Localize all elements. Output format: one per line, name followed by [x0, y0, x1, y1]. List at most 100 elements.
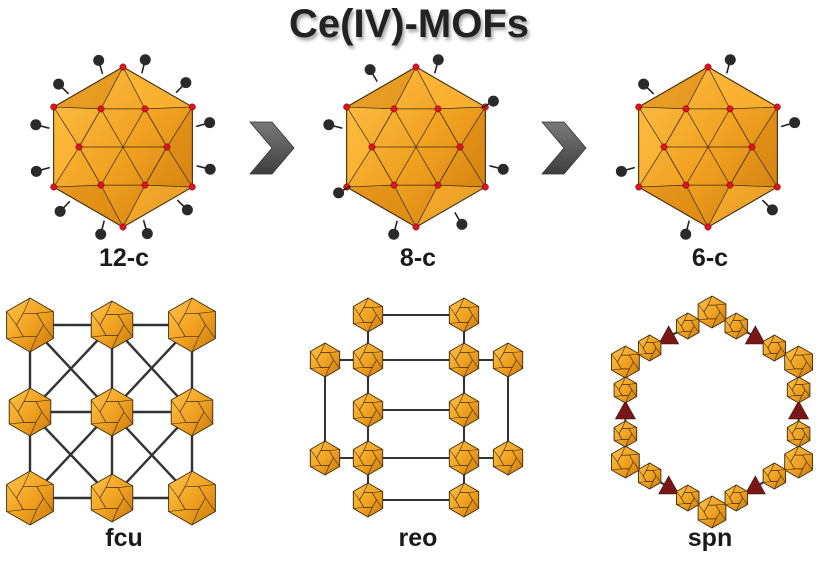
octahedron-node — [492, 342, 524, 378]
octahedron-node — [611, 445, 640, 479]
carbon-atom — [30, 165, 42, 177]
carbon-atom — [180, 77, 192, 89]
topology-row — [6, 295, 813, 529]
carbon-atom — [615, 165, 627, 177]
oxygen-atom — [773, 103, 781, 111]
arrow-right-icon — [249, 121, 295, 175]
octahedron-node — [352, 392, 384, 428]
figure-title: Ce(IV)-MOFs — [289, 2, 529, 46]
octahedron-node — [786, 376, 811, 404]
oxygen-atom — [97, 181, 105, 189]
oxygen-atom — [412, 223, 420, 231]
oxygen-atom — [726, 105, 734, 113]
carbon-atom — [766, 204, 778, 216]
carbon-atom — [30, 119, 42, 131]
octahedron-node — [697, 295, 727, 329]
octahedron-node — [352, 440, 384, 476]
triangle-linker — [658, 475, 680, 495]
ce-cluster-8-c — [323, 54, 509, 240]
octahedron-node — [676, 484, 700, 512]
carbon-atom — [54, 205, 66, 217]
carbon-atom — [333, 187, 345, 199]
octahedron-node — [8, 387, 52, 437]
octahedron-node — [492, 440, 524, 476]
topology-label-spn: spn — [687, 524, 733, 552]
octahedron-node — [676, 312, 700, 340]
octahedron-node — [6, 470, 54, 526]
octahedron-node — [170, 387, 214, 437]
oxygen-atom — [119, 223, 127, 231]
octahedron-node — [724, 484, 748, 512]
octahedron-node — [637, 334, 662, 362]
triangle-linker — [658, 325, 680, 345]
carbon-atom — [204, 163, 216, 175]
oxygen-atom — [50, 103, 58, 111]
octahedron-node — [724, 312, 748, 340]
oxygen-atom — [635, 183, 643, 191]
carbon-atom — [141, 228, 153, 240]
oxygen-atom — [188, 183, 196, 191]
carbon-atom — [139, 54, 151, 66]
carbon-atom — [95, 228, 107, 240]
octahedron-node — [6, 297, 54, 353]
oxygen-atom — [75, 143, 83, 151]
carbon-atom — [364, 64, 376, 76]
triangle-linker — [788, 400, 810, 420]
oxygen-atom — [141, 105, 149, 113]
oxygen-atom — [635, 103, 643, 111]
octahedron-node — [448, 440, 480, 476]
carbon-atom — [93, 54, 105, 66]
triangle-linker — [744, 325, 766, 345]
carbon-atom — [789, 117, 801, 129]
oxygen-atom — [97, 105, 105, 113]
carbon-atom — [638, 78, 650, 90]
carbon-atom — [53, 78, 65, 90]
oxygen-atom — [682, 181, 690, 189]
oxygen-atom — [163, 143, 171, 151]
carbon-atom — [181, 204, 193, 216]
octahedron-node — [448, 297, 480, 333]
octahedron-node — [762, 462, 787, 490]
oxygen-atom — [343, 103, 351, 111]
octahedron-node — [90, 473, 134, 523]
octahedron-node — [448, 342, 480, 378]
topology-label-reo: reo — [398, 524, 438, 552]
octahedron-node — [786, 420, 811, 448]
ce-cluster-6-c — [615, 54, 801, 240]
arrow-row — [249, 121, 587, 175]
cluster-label-6c: 6-c — [691, 244, 729, 272]
oxygen-atom — [481, 183, 489, 191]
oxygen-atom — [368, 143, 376, 151]
oxygen-atom — [390, 105, 398, 113]
octahedron-node — [90, 300, 134, 350]
topology-label-fcu: fcu — [105, 524, 143, 552]
octahedron-node — [168, 297, 216, 353]
oxygen-atom — [704, 63, 712, 71]
octahedron-node — [784, 345, 813, 379]
octahedron-node — [613, 420, 638, 448]
octahedron-node — [637, 462, 662, 490]
carbon-atom — [388, 228, 400, 240]
oxygen-atom — [773, 183, 781, 191]
oxygen-atom — [726, 181, 734, 189]
oxygen-atom — [119, 63, 127, 71]
cluster-row — [30, 54, 801, 240]
carbon-atom — [497, 163, 509, 175]
net-fcu — [6, 297, 216, 526]
triangle-linker — [614, 400, 636, 420]
octahedron-node — [352, 482, 384, 518]
oxygen-atom — [434, 105, 442, 113]
carbon-atom — [724, 54, 736, 66]
net-reo — [309, 297, 524, 518]
oxygen-atom — [50, 183, 58, 191]
octahedron-node — [309, 440, 341, 476]
oxygen-atom — [412, 63, 420, 71]
net-spn — [611, 295, 813, 529]
octahedron-node — [352, 297, 384, 333]
oxygen-atom — [434, 181, 442, 189]
octahedron-node — [613, 376, 638, 404]
arrow-right-icon — [541, 121, 587, 175]
octahedron-node — [762, 334, 787, 362]
